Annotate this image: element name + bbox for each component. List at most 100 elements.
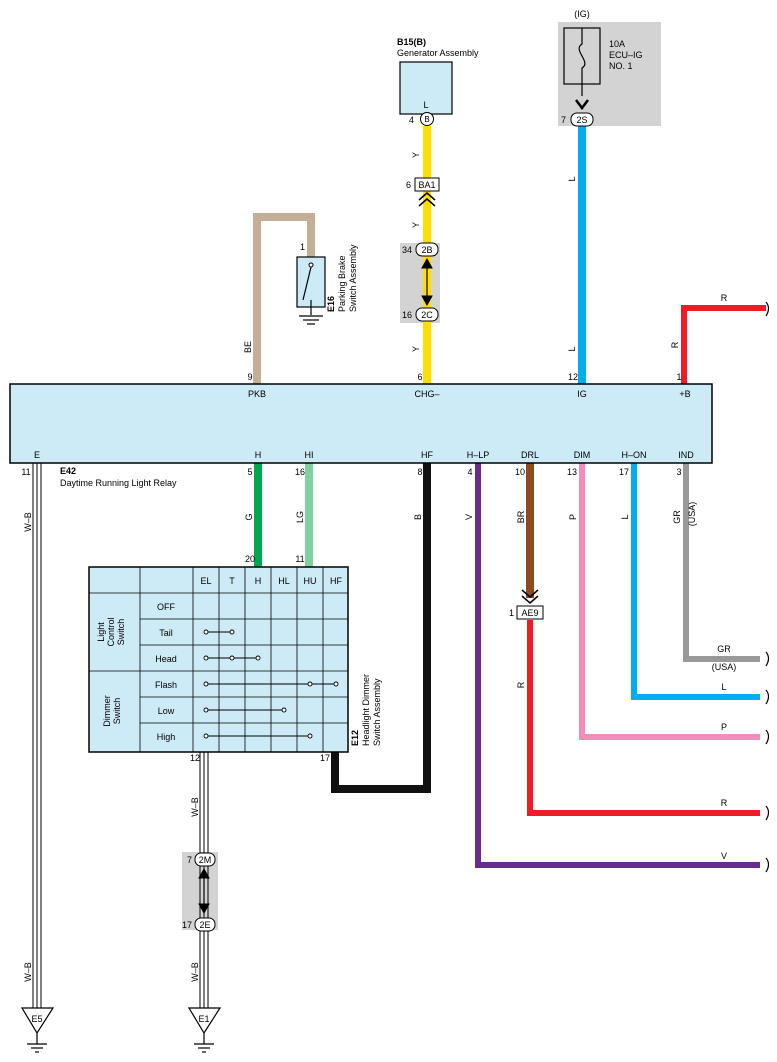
relay-bottom-label-hon: H–ON [621, 450, 646, 460]
wire-break-marks [765, 301, 770, 873]
generator-name: Generator Assembly [397, 48, 479, 58]
wire-label-l-hon: L [620, 514, 630, 519]
relay-name: Daytime Running Light Relay [60, 478, 177, 488]
fuse-element [578, 28, 586, 96]
dimmer-contact-head [203, 655, 261, 661]
wire-label-wb-left: W–B [23, 512, 33, 532]
wire-r-b [681, 305, 766, 384]
dimmer-row-off: OFF [157, 602, 175, 612]
connector-2b-pin: 34 [402, 245, 412, 255]
dimmer-group1-line2: Control [106, 617, 116, 646]
dimmer-pin-bottom-left: 12 [190, 753, 200, 763]
fuse-name-line2: NO. 1 [609, 61, 633, 71]
relay-e42 [9, 383, 713, 464]
connector-2c-pin: 16 [402, 310, 412, 320]
dimmer-row-high: High [157, 732, 176, 742]
dimmer-code: E12 [350, 730, 360, 746]
parking-brake-code: E16 [326, 296, 336, 312]
dimmer-row-head: Head [155, 654, 177, 664]
connector-2b [415, 242, 439, 257]
dimmer-col-hf: HF [330, 576, 342, 586]
fuse-pin: 7 [561, 115, 566, 125]
dimmer-group2-line2: Switch [112, 698, 122, 725]
relay-bottom-label-h: H [255, 450, 262, 460]
parking-brake-pin: 1 [300, 242, 305, 252]
wire-label-out-r: R [721, 798, 728, 808]
parking-brake-name-line1: Parking Brake [337, 255, 347, 312]
connector-ba1-chevron [418, 192, 436, 207]
wire-label-v: V [464, 514, 474, 520]
relay-bottom-label-ind: IND [678, 450, 694, 460]
ground-e1-label: E1 [198, 1014, 209, 1024]
connector-b-label: B [424, 115, 429, 124]
relay-top-pin-chg: 6 [417, 372, 422, 382]
connector-2m-label: 2M [199, 855, 212, 865]
connector-2s-label: 2S [576, 115, 587, 125]
relay-top-terminals: 9 PKB 6 CHG– 12 IG 1 +B [247, 372, 690, 399]
wire-label-b: B [413, 514, 423, 520]
wire-label-lg: LG [295, 511, 305, 523]
wire-label-r-ae9: R [516, 681, 526, 688]
connector-2m-pin: 7 [187, 855, 192, 865]
relay-bottom-pin-e: 11 [21, 467, 30, 477]
fuse-rating: 10A [609, 39, 625, 49]
connector-2c [415, 307, 439, 322]
fuse-box [558, 22, 661, 126]
wire-v [475, 463, 760, 868]
wire-gr [683, 463, 760, 662]
wire-label-r-top1: R [721, 293, 728, 303]
ground-e5-icon [20, 1007, 55, 1053]
wire-label-gr: GR [672, 510, 682, 524]
relay-top-label-b: +B [679, 389, 690, 399]
relay-bottom-pin-drl: 10 [515, 467, 525, 477]
relay-bottom-pin-h: 5 [247, 467, 252, 477]
connector-ba1-label: BA1 [418, 180, 435, 190]
fuse-connector-arrow [575, 99, 589, 111]
wire-label-out-gr-usa: (USA) [712, 662, 737, 672]
dimmer-group1-line3: Switch [116, 619, 126, 646]
parking-brake-ground-icon [299, 315, 323, 325]
relay-top-label-ig: IG [577, 389, 587, 399]
dimmer-col-el: EL [200, 576, 211, 586]
wire-b [331, 463, 431, 793]
dimmer-name-line2: Switch Assembly [372, 678, 382, 746]
connector-2b-label: 2B [421, 245, 432, 255]
dimmer-contact-high [203, 733, 313, 739]
ground-e5-label: E5 [31, 1014, 42, 1024]
dimmer-col-hu: HU [304, 576, 317, 586]
connector-2m [194, 852, 216, 867]
relay-bottom-pin-hi: 16 [295, 467, 305, 477]
connector-ae9-label: AE9 [521, 608, 538, 618]
relay-bottom-pin-hon: 17 [619, 467, 629, 477]
dimmer-pin-top-h: 20 [245, 554, 255, 564]
connector-2s [570, 112, 594, 127]
generator-code: B15(B) [397, 37, 426, 47]
dimmer-row-tail: Tail [159, 628, 173, 638]
dimmer-col-t: T [229, 576, 235, 586]
dimmer-name-line1: Headlight Dimmer [361, 674, 371, 746]
wire-label-wb-mid1: W–B [190, 797, 200, 817]
wire-label-wb-mid2: W–B [190, 962, 200, 982]
fuse-name-line1: ECU–IG [609, 50, 643, 60]
wire-r-drl [527, 620, 760, 816]
dimmer-contact-low [203, 707, 287, 713]
wire-wb-e5 [32, 463, 42, 1008]
wire-label-br: BR [516, 510, 526, 523]
relay-bottom-pin-hlp: 4 [467, 467, 472, 477]
parking-brake-contact-top [308, 262, 314, 268]
wire-label-out-p: P [721, 722, 727, 732]
connector-ae9-pin: 1 [509, 608, 514, 618]
wire-label-l-top1: L [567, 176, 577, 181]
dimmer-col-hl: HL [278, 576, 290, 586]
relay-bottom-pin-ind: 3 [676, 467, 681, 477]
generator-terminal: L [423, 100, 428, 110]
relay-top-label-pkb: PKB [248, 389, 266, 399]
wire-l-hon [631, 463, 760, 700]
wire-label-r-top2: R [670, 341, 680, 348]
relay-bottom-pin-hf: 8 [417, 467, 422, 477]
parking-brake-name-line2: Switch Assembly [348, 244, 358, 312]
dimmer-pin-top-hu: 11 [295, 554, 304, 564]
wire-label-p: P [568, 514, 578, 520]
wire-p [579, 463, 760, 740]
relay-top-label-chg: CHG– [414, 389, 439, 399]
